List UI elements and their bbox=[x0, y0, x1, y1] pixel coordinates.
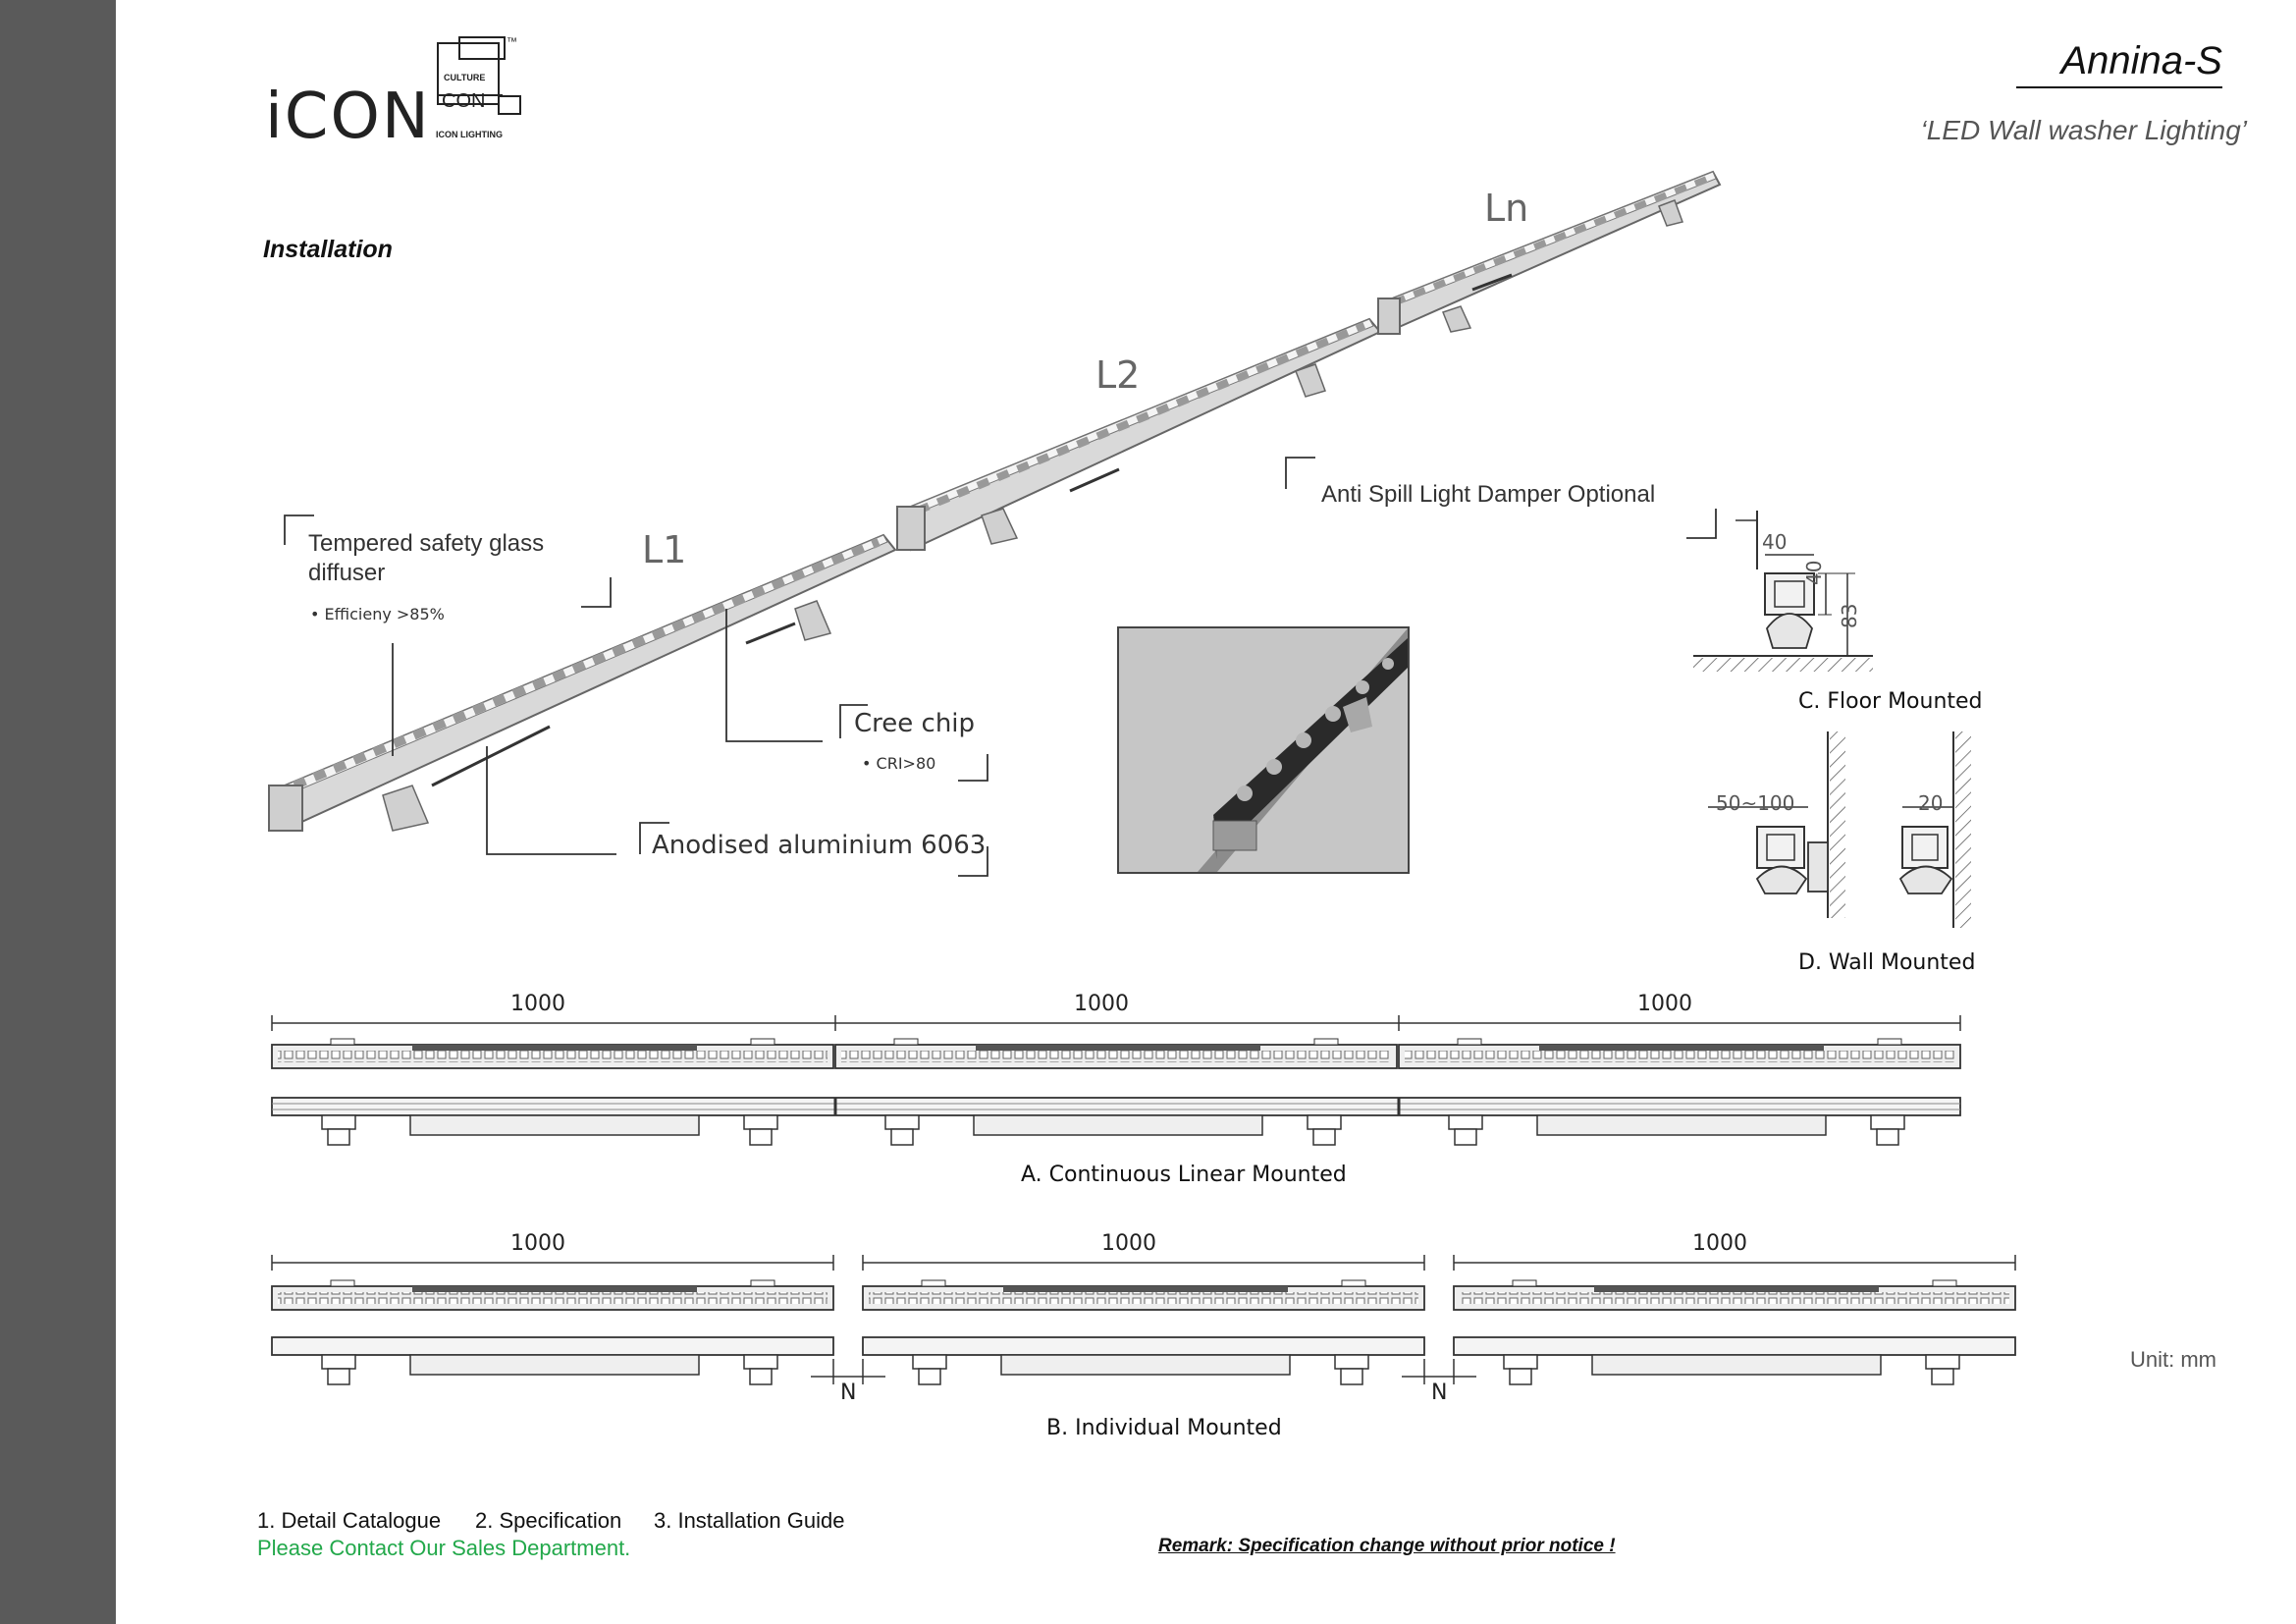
product-name-underline bbox=[2016, 86, 2222, 88]
continuous-caption: A. Continuous Linear Mounted bbox=[1021, 1163, 1347, 1187]
logo-mark-line-3: ICON LIGHTING bbox=[436, 130, 503, 139]
continuous-length-1: 1000 bbox=[510, 992, 565, 1016]
segment-label-l2: L2 bbox=[1095, 353, 1141, 397]
callout-chip: Cree chip bbox=[854, 709, 976, 738]
callout-aluminium: Anodised aluminium 6063 bbox=[652, 831, 987, 860]
installation-title: Installation bbox=[263, 236, 393, 263]
unit-label: Unit: mm bbox=[2130, 1347, 2216, 1372]
segment-label-l1: L1 bbox=[642, 528, 687, 571]
individual-gap-label-1: N bbox=[840, 1380, 857, 1405]
footer-doc-2: 2. Specification bbox=[475, 1508, 622, 1533]
wall-mounted-drawing bbox=[1708, 731, 1971, 928]
chip-note-text: CRI>80 bbox=[876, 754, 936, 773]
floor-mounted-caption: C. Floor Mounted bbox=[1798, 689, 1983, 714]
brand-logo-mark: CULTURE CON ICON LIGHTING ™ bbox=[436, 36, 521, 139]
individual-row-top bbox=[271, 1255, 2016, 1311]
spec-remark: Remark: Specification change without pri… bbox=[1158, 1536, 1616, 1556]
fixture-l2 bbox=[896, 317, 1382, 552]
product-photo bbox=[1117, 626, 1410, 874]
product-name: Annina-S bbox=[2060, 39, 2222, 82]
continuous-row-side bbox=[271, 1097, 1961, 1146]
brand-wordmark: iCON bbox=[265, 81, 431, 153]
continuous-length-3: 1000 bbox=[1637, 992, 1692, 1016]
individual-caption: B. Individual Mounted bbox=[1046, 1416, 1282, 1440]
logo-mark-line-2: CON bbox=[442, 90, 485, 112]
footer-doc-3: 3. Installation Guide bbox=[654, 1508, 845, 1533]
callout-glass-line2: diffuser bbox=[308, 560, 386, 586]
individual-gap-label-2: N bbox=[1431, 1380, 1448, 1405]
callout-leaders bbox=[284, 457, 1717, 877]
callout-glass-line1: Tempered safety glass bbox=[308, 530, 545, 557]
individual-row-side bbox=[271, 1336, 2016, 1385]
contact-sales-text: Please Contact Our Sales Department. bbox=[257, 1536, 631, 1560]
footer-doc-1: 1. Detail Catalogue bbox=[257, 1508, 442, 1533]
wall-dim-offset: 50~100 bbox=[1716, 791, 1795, 815]
callout-damper: Anti Spill Light Damper Optional bbox=[1321, 481, 1656, 508]
floor-mounted-drawing bbox=[1693, 511, 1873, 672]
callout-glass-note: • Efficieny >85% bbox=[310, 605, 445, 623]
fixture-ln bbox=[1377, 170, 1722, 335]
individual-length-3: 1000 bbox=[1692, 1231, 1747, 1256]
individual-length-2: 1000 bbox=[1101, 1231, 1156, 1256]
wall-dim-close: 20 bbox=[1918, 791, 1944, 815]
glass-note-text: Efficieny >85% bbox=[324, 605, 445, 623]
individual-length-1: 1000 bbox=[510, 1231, 565, 1256]
floor-dim-width: 40 bbox=[1762, 530, 1788, 554]
logo-trademark: ™ bbox=[507, 36, 517, 48]
product-subtitle: ‘LED Wall washer Lighting’ bbox=[1920, 115, 2247, 145]
continuous-length-2: 1000 bbox=[1074, 992, 1129, 1016]
fixture-l1 bbox=[268, 533, 897, 832]
left-sidebar-band bbox=[0, 0, 116, 1624]
continuous-row-top bbox=[271, 1015, 1961, 1069]
logo-mark-line-1: CULTURE bbox=[444, 73, 485, 82]
wall-mounted-caption: D. Wall Mounted bbox=[1798, 950, 1976, 975]
callout-chip-note: • CRI>80 bbox=[862, 754, 936, 773]
segment-label-ln: Ln bbox=[1484, 187, 1529, 230]
